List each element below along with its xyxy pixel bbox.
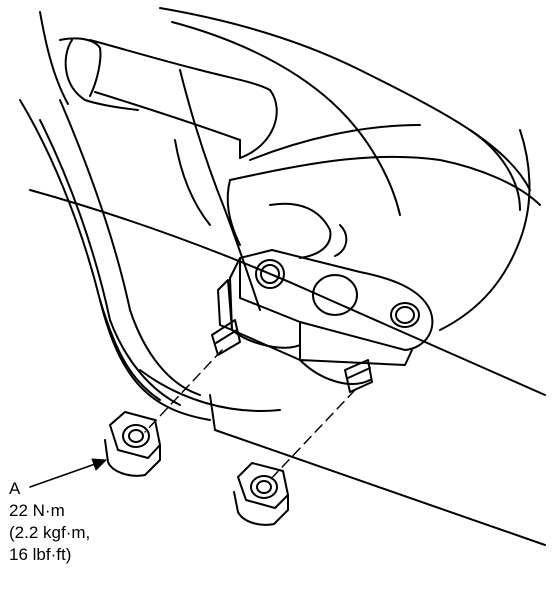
torque-lbfft: 16 lbf·ft) [9,545,72,564]
flange-gasket [217,279,371,385]
manifold-walls [19,99,281,421]
sensor-harness [39,11,278,159]
flange-nut [233,462,289,526]
torque-callout: A 22 N·m (2.2 kgf·m, 16 lbf·ft) [9,478,90,566]
assembly-guide-lines [144,349,356,483]
callout-arrow [29,458,107,488]
exhaust-pipe [159,7,541,331]
torque-kgfm: (2.2 kgf·m, [9,523,91,542]
stud-bolts [211,319,373,393]
flange-bracket [229,249,434,366]
heat-shield [29,189,546,546]
flange-nut-a [104,411,161,477]
torque-nm: 22 N·m [9,501,65,520]
callout-label: A [9,479,21,498]
